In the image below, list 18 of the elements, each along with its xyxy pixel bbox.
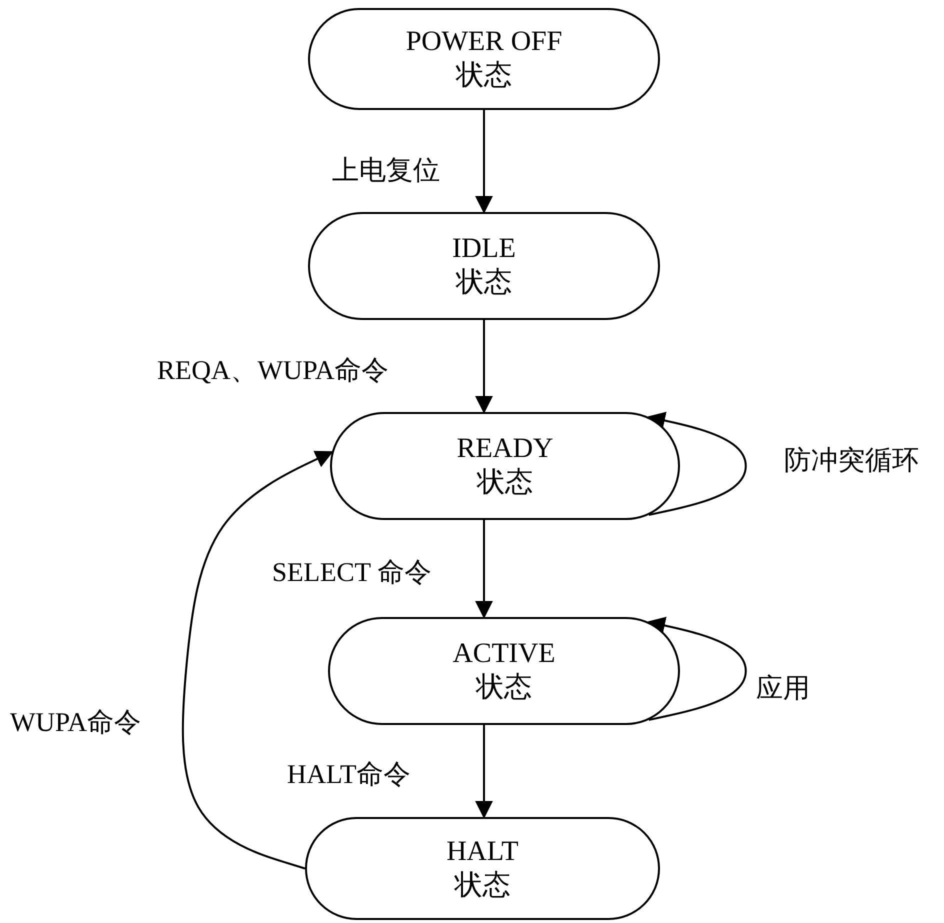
arrow [182,450,334,870]
arrow [475,110,493,214]
state-label: 状态 [477,466,533,500]
state-label: READY [456,432,554,466]
state-label: IDLE [452,232,516,266]
arrow [475,320,493,414]
edge-label: 上电复位 [330,154,442,186]
state-label: HALT [446,834,519,868]
arrow [647,412,747,516]
state-label: 状态 [456,59,512,93]
state-label: 状态 [476,671,532,705]
arrow [647,616,747,721]
arrow [475,725,493,819]
state-label: 状态 [454,868,510,902]
arrow [475,520,493,619]
state-label: ACTIVE [452,637,556,671]
state-label: POWER OFF [406,25,562,59]
state-label: 状态 [456,266,512,300]
